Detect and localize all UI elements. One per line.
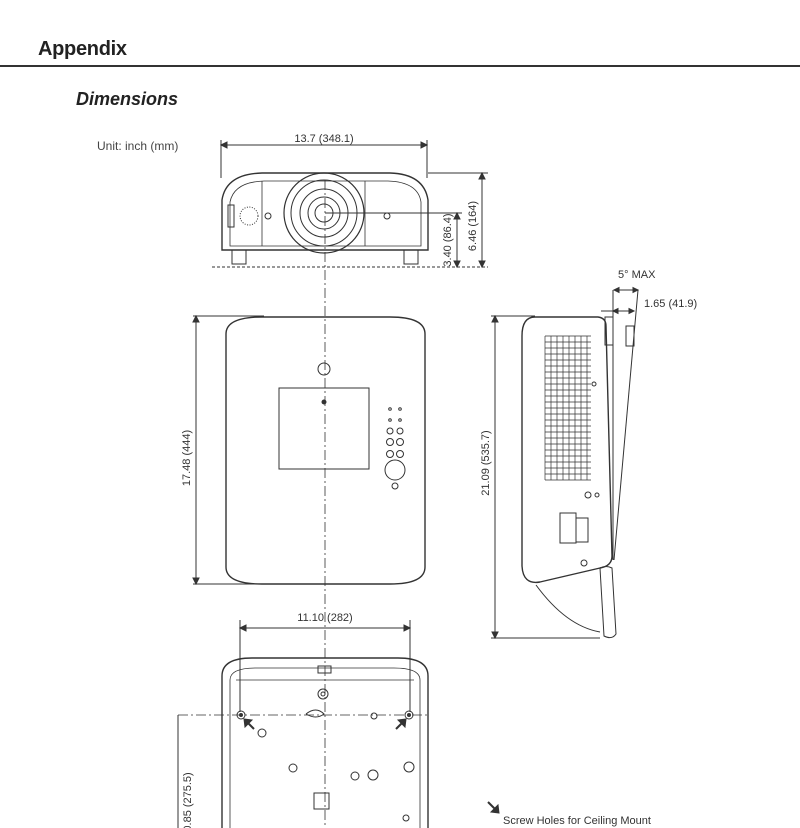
screw-spacing-label: 11.10 (282): [297, 612, 352, 624]
tilt-max-label: 5° MAX: [618, 269, 656, 281]
top-depth-label: 17.48 (444): [181, 430, 193, 486]
header-rule: [0, 65, 800, 67]
foot-offset-label: 1.65 (41.9): [644, 298, 697, 310]
section-title: Dimensions: [76, 89, 179, 109]
header-title: Appendix: [38, 38, 127, 60]
front-width-label: 13.7 (348.1): [294, 133, 353, 145]
total-height-label: 6.46 (164): [467, 201, 479, 251]
top-view: [192, 314, 426, 586]
unit-label: Unit: inch (mm): [97, 139, 179, 153]
screw-holes-legend: Screw Holes for Ceiling Mount: [503, 815, 651, 827]
side-view: [491, 286, 640, 640]
bottom-depth-label: 10.85 (275.5): [182, 772, 194, 828]
front-view: [212, 140, 488, 269]
side-depth-label: 21.09 (535.7): [480, 430, 492, 495]
lens-height-label: 3.40 (86.4): [442, 213, 454, 266]
bottom-view: [177, 620, 430, 828]
